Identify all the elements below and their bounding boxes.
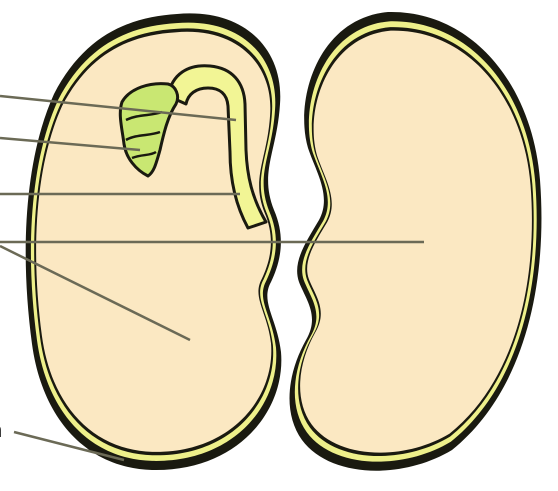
seed-coat-label-fragment: n: [0, 421, 2, 441]
